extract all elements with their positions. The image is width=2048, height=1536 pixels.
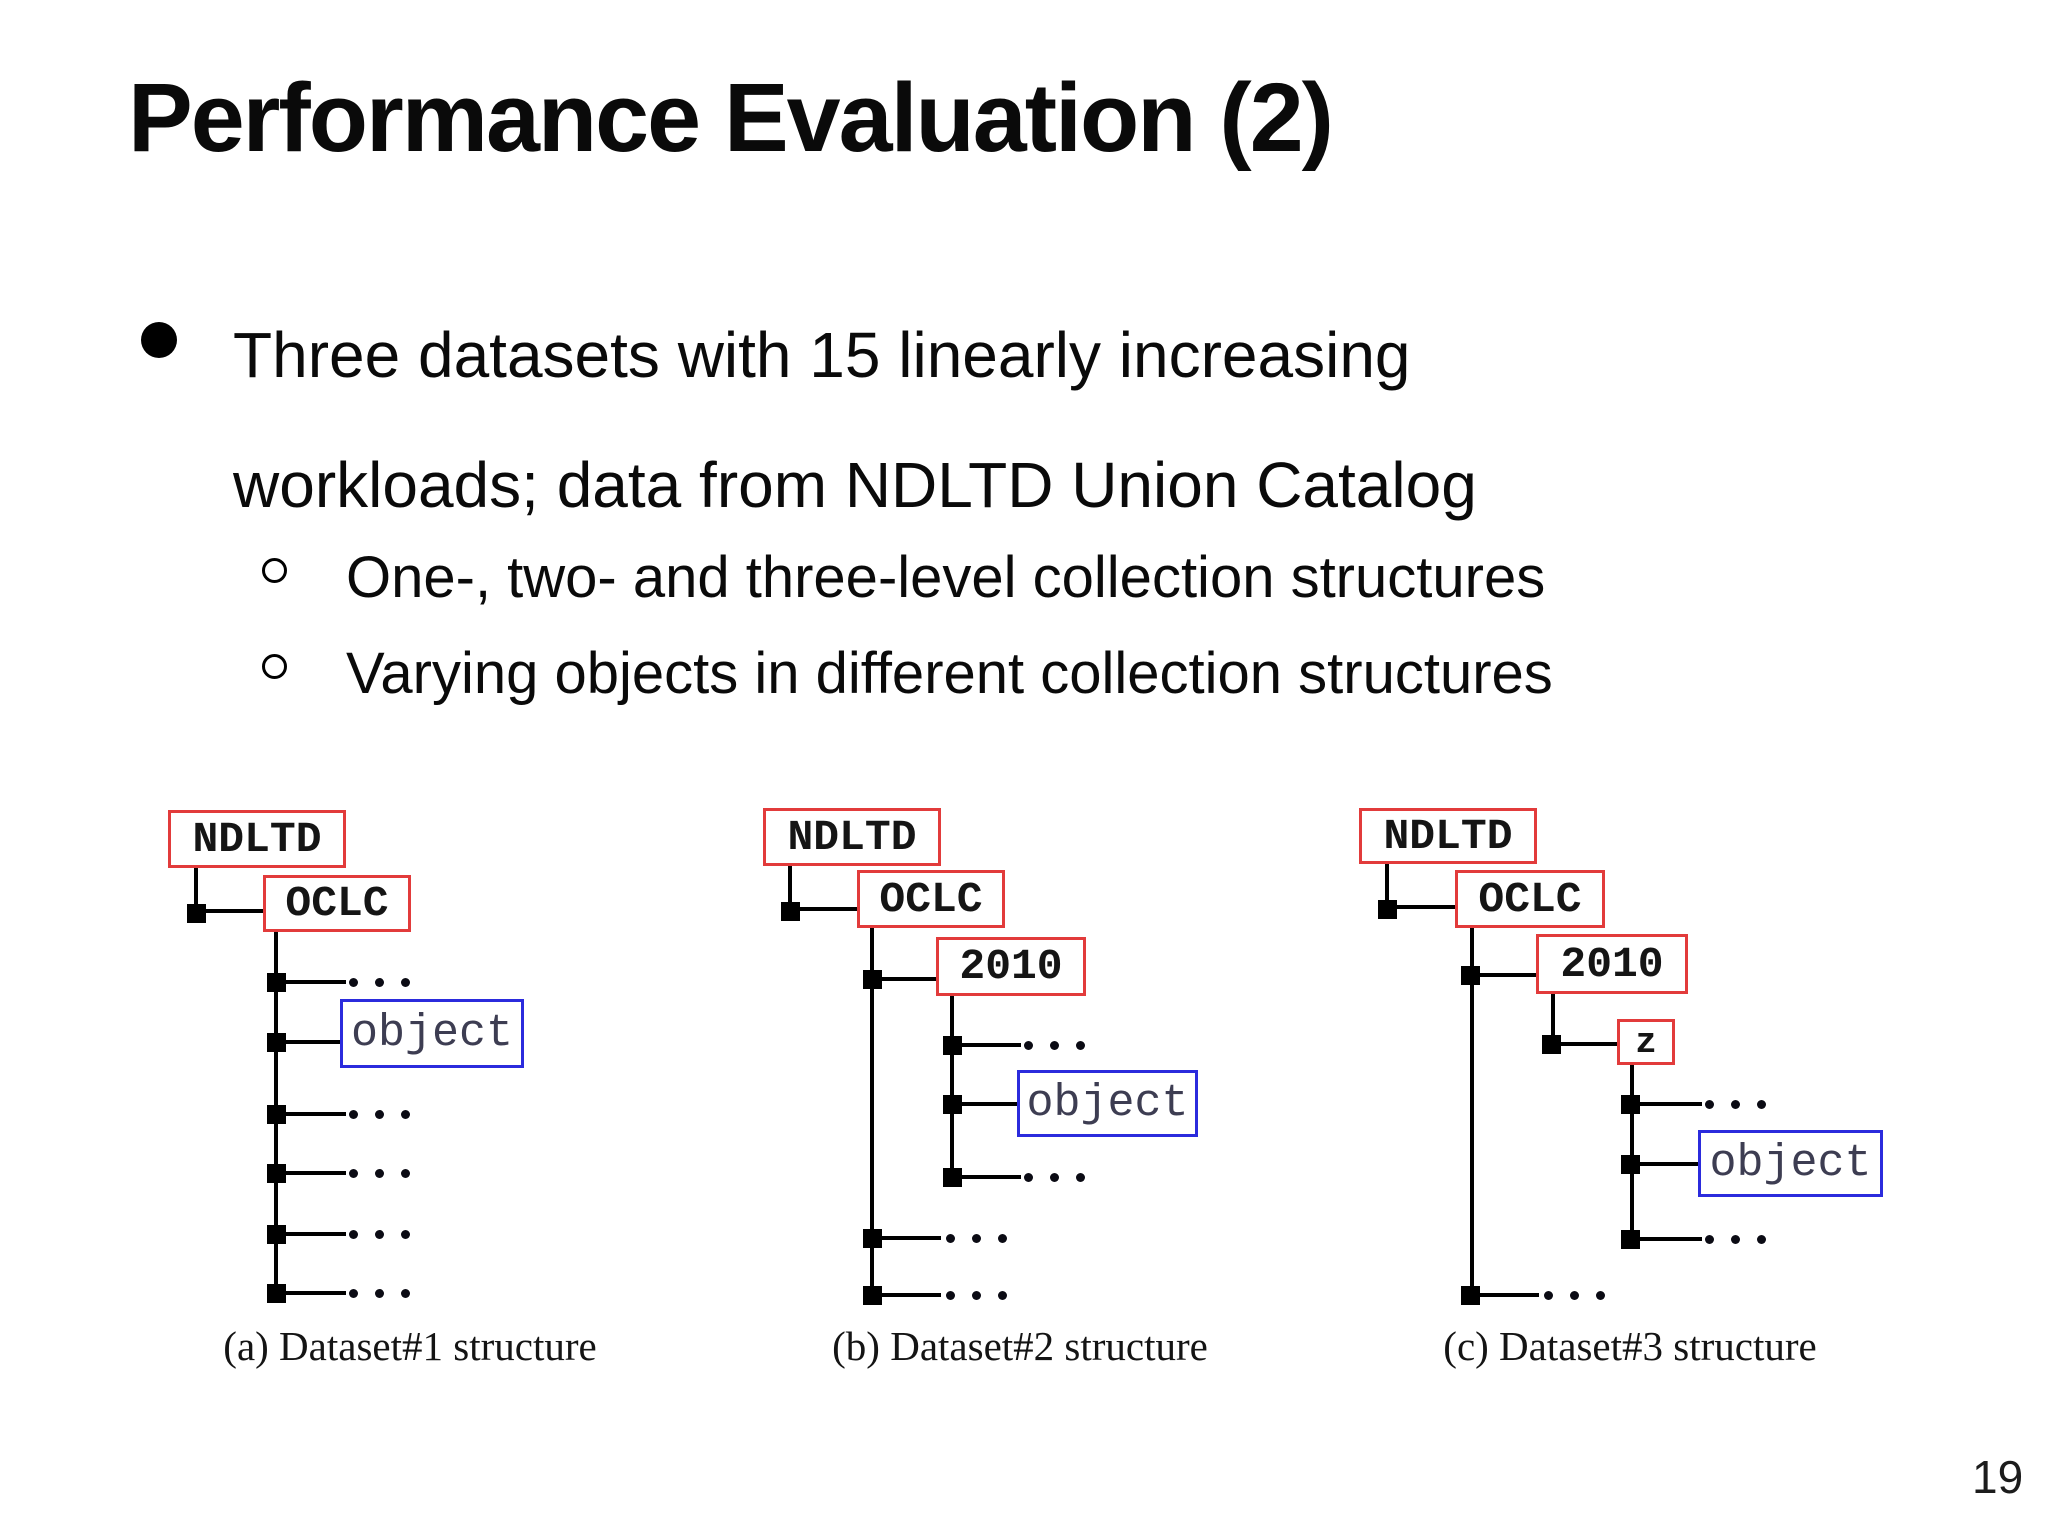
connector-line <box>961 1043 1021 1047</box>
sub-bullet-marker <box>262 654 287 679</box>
bullet-marker <box>141 322 177 358</box>
ellipsis-dots <box>1705 1235 1766 1244</box>
ellipsis-dots <box>1544 1291 1605 1300</box>
tree-node <box>943 1036 962 1055</box>
figure-caption-c: (c) Dataset#3 structure <box>1443 1323 1817 1369</box>
tree-node <box>267 1225 286 1244</box>
collection-box-oclc: OCLC <box>1455 870 1605 928</box>
main-bullet-line-2: workloads; data from NDLTD Union Catalog <box>233 449 1477 521</box>
tree-node <box>1621 1230 1640 1249</box>
tree-node <box>943 1095 962 1114</box>
collection-box-ndltd: NDLTD <box>168 810 346 868</box>
connector-line <box>961 1102 1017 1106</box>
ellipsis-dots <box>946 1234 1007 1243</box>
connector-line <box>1479 1293 1539 1297</box>
connector-line <box>799 907 857 911</box>
tree-node <box>1542 1035 1561 1054</box>
connector-line <box>286 980 346 984</box>
connector-line <box>1385 864 1389 904</box>
connector-trunk <box>1551 994 1555 1044</box>
connector-line <box>1639 1102 1702 1106</box>
tree-node <box>267 1164 286 1183</box>
tree-node <box>1621 1095 1640 1114</box>
connector-line <box>1639 1237 1702 1241</box>
ellipsis-dots <box>1705 1100 1766 1109</box>
tree-node <box>943 1168 962 1187</box>
sub-bullet-2: Varying objects in different collection … <box>346 641 1553 706</box>
collection-box-oclc: OCLC <box>263 875 411 932</box>
connector-line <box>1479 973 1536 977</box>
tree-node <box>863 970 882 989</box>
connector-trunk <box>1630 1065 1634 1239</box>
tree-node <box>1621 1155 1640 1174</box>
connector-line <box>194 868 198 908</box>
connector-line <box>205 909 263 913</box>
object-box: object <box>1698 1130 1883 1197</box>
ellipsis-dots <box>349 1110 410 1119</box>
connector-trunk <box>1470 928 1474 1295</box>
tree-node <box>1378 900 1397 919</box>
tree-node <box>267 1105 286 1124</box>
connector-trunk <box>950 996 954 1178</box>
sub-bullet-1: One-, two- and three-level collection st… <box>346 545 1546 610</box>
figure-dataset3: NDLTD OCLC 2010 z object (c) Dataset#3 s… <box>1350 800 1950 1400</box>
collection-box-2010: 2010 <box>1536 934 1688 994</box>
connector-line <box>788 866 792 906</box>
tree-node <box>1461 966 1480 985</box>
tree-node <box>863 1229 882 1248</box>
connector-line <box>961 1175 1021 1179</box>
collection-box-2010: 2010 <box>936 937 1086 996</box>
figure-caption-a: (a) Dataset#1 structure <box>223 1323 597 1369</box>
tree-node <box>781 902 800 921</box>
object-box: object <box>340 999 524 1068</box>
connector-line <box>881 1293 941 1297</box>
tree-node <box>1461 1286 1480 1305</box>
connector-line <box>881 977 936 981</box>
collection-box-oclc: OCLC <box>857 870 1005 928</box>
collection-box-ndltd: NDLTD <box>763 808 941 866</box>
connector-line <box>1560 1042 1617 1046</box>
ellipsis-dots <box>349 1289 410 1298</box>
tree-node <box>863 1286 882 1305</box>
collection-box-z: z <box>1617 1019 1675 1065</box>
figure-dataset1: NDLTD OCLC object (a) Dataset#1 structur… <box>130 800 730 1400</box>
ellipsis-dots <box>1024 1041 1085 1050</box>
page-title: Performance Evaluation (2) <box>128 63 1334 172</box>
ellipsis-dots <box>349 1169 410 1178</box>
ellipsis-dots <box>349 1230 410 1239</box>
connector-line <box>881 1236 941 1240</box>
connector-line <box>286 1232 346 1236</box>
page-number: 19 <box>1972 1451 2024 1503</box>
tree-node <box>187 904 206 923</box>
connector-trunk <box>870 928 874 1297</box>
figure-caption-b: (b) Dataset#2 structure <box>832 1323 1208 1369</box>
connector-line <box>286 1040 340 1044</box>
ellipsis-dots <box>1024 1173 1085 1182</box>
ellipsis-dots <box>946 1291 1007 1300</box>
main-bullet-line-1: Three datasets with 15 linearly increasi… <box>233 319 1411 391</box>
connector-line <box>1639 1162 1698 1166</box>
connector-line <box>286 1291 346 1295</box>
main-bullet-text: Three datasets with 15 linearly increasi… <box>233 290 1477 550</box>
tree-node <box>267 1284 286 1303</box>
connector-line <box>1396 905 1455 909</box>
figure-dataset2: NDLTD OCLC 2010 object (b) Dataset#2 str… <box>740 800 1340 1400</box>
tree-node <box>267 973 286 992</box>
ellipsis-dots <box>349 978 410 987</box>
connector-line <box>286 1171 346 1175</box>
tree-node <box>267 1033 286 1052</box>
object-box: object <box>1017 1070 1198 1137</box>
connector-line <box>286 1112 346 1116</box>
collection-box-ndltd: NDLTD <box>1359 808 1537 864</box>
sub-bullet-marker <box>262 558 287 583</box>
